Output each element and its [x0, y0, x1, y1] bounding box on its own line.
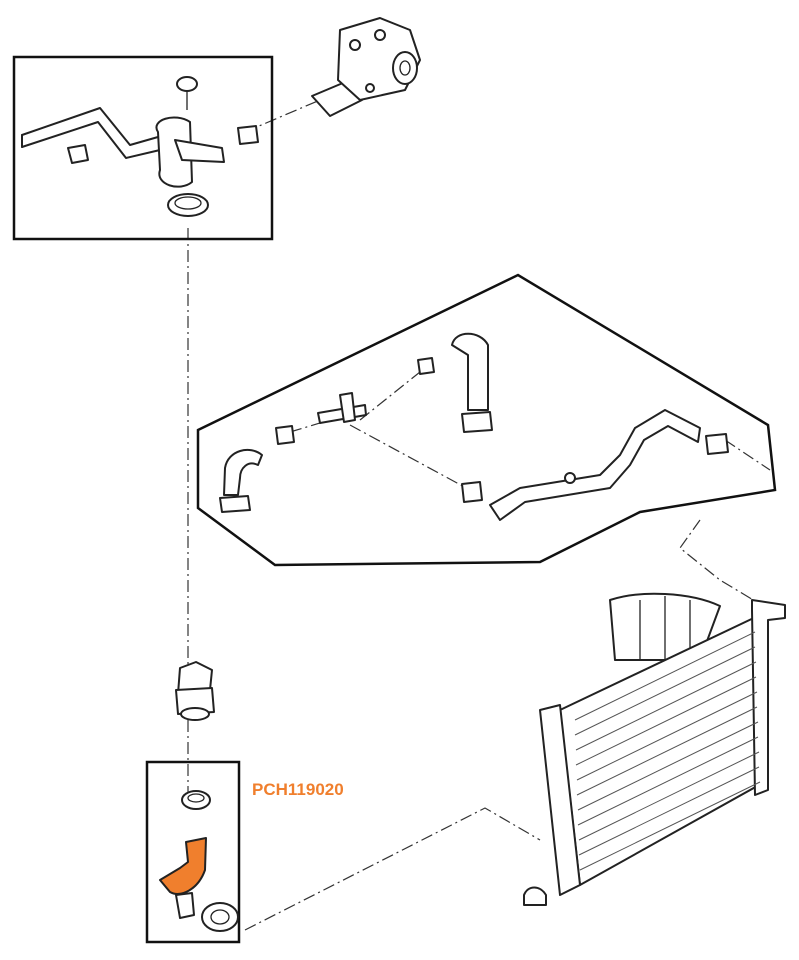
hose-clip-right [237, 125, 259, 145]
hose-clip-elbow-upper [275, 425, 295, 445]
long-radiator-hose[interactable] [489, 409, 701, 521]
frame-heater-hose-group [12, 55, 274, 241]
hose-clip-upper-elbow [417, 357, 493, 433]
t-piece-connector[interactable] [317, 392, 367, 424]
hose-clip-bottom-frame [181, 790, 211, 810]
leader-lines [187, 99, 771, 931]
radiator[interactable] [523, 592, 786, 906]
radiator-fins [574, 631, 761, 871]
hose-clip-left [67, 144, 89, 164]
hose-clip-small-top [176, 76, 198, 110]
heater-hose-assembly[interactable] [21, 107, 225, 188]
upper-hose-elbow[interactable] [451, 332, 489, 411]
frame-coolant-hose-group [196, 273, 777, 567]
hose-clip-bottom-large [201, 902, 239, 932]
bottom-hose-elbow[interactable] [223, 448, 263, 496]
bleed-valve[interactable] [175, 661, 215, 721]
frame-bottom-hose [145, 760, 241, 944]
hose-pch119020[interactable] [159, 837, 207, 919]
water-pump[interactable] [311, 17, 421, 117]
hose-clip-bottom [167, 193, 209, 217]
hose-clip-long-hose [461, 433, 729, 503]
hose-clip-elbow-lower [219, 495, 251, 513]
part-number-label: PCH119020 [252, 780, 344, 799]
